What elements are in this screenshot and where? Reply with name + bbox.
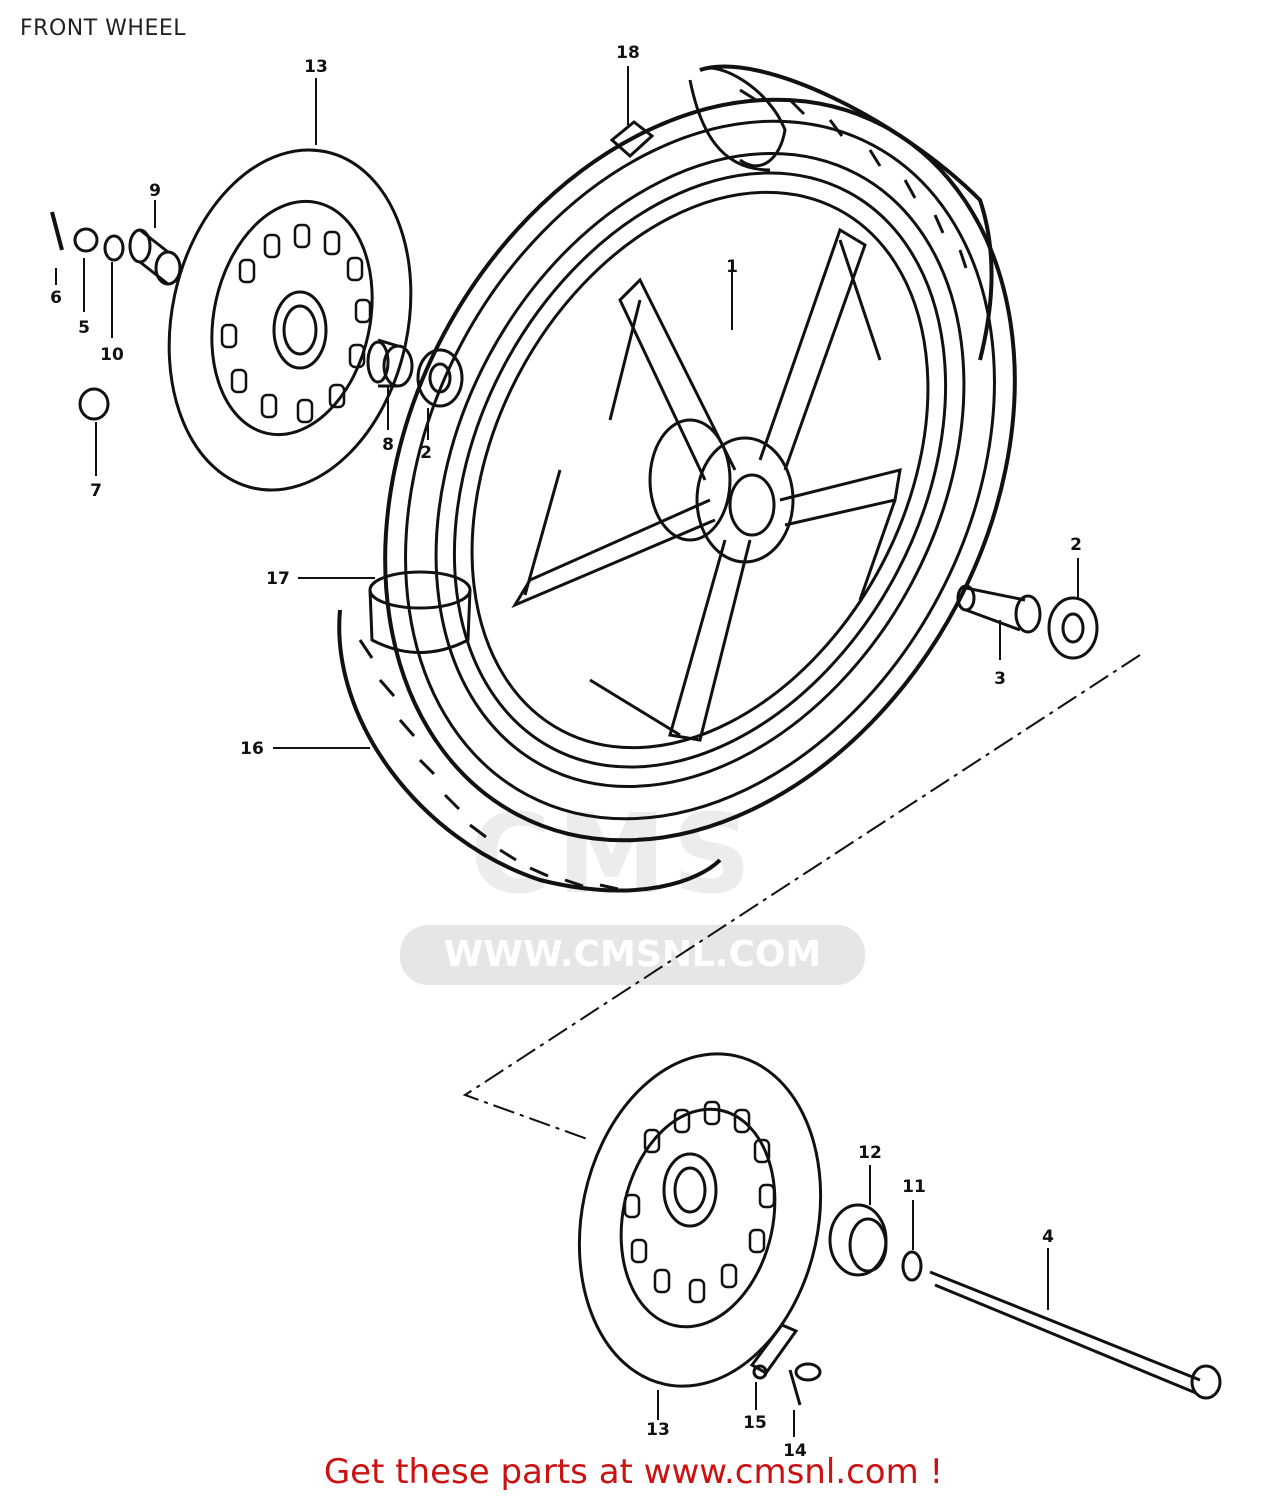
spacer-9: [128, 228, 182, 286]
callout-2: 2: [1070, 535, 1082, 555]
callout-12: 12: [858, 1143, 882, 1163]
callout-10: 10: [100, 345, 124, 365]
page-title: FRONT WHEEL: [20, 16, 186, 41]
wheel-hub: [648, 418, 795, 564]
callout-6: 6: [50, 288, 62, 308]
footer-link[interactable]: Get these parts at www.cmsnl.com !: [323, 1452, 944, 1492]
callout-15: 15: [743, 1413, 767, 1433]
tread-pattern: [358, 88, 968, 891]
lock-plate-15: [749, 1323, 799, 1380]
callout-9: 9: [149, 181, 161, 201]
callout-2: 2: [420, 443, 432, 463]
brake-disc-upper: [167, 148, 413, 492]
watermark-logo: CMS: [470, 790, 758, 918]
bearing-2-upper: [416, 348, 464, 408]
tire-tread: [337, 609, 722, 893]
bearing-2-lower: [1047, 596, 1099, 660]
wheel-spokes: [511, 227, 902, 742]
nut-7: [78, 387, 110, 421]
lock-washer-5: [73, 227, 99, 253]
callout-1: 1: [726, 257, 738, 277]
bolt-14: [788, 1362, 822, 1406]
collar-12: [828, 1203, 888, 1277]
callout-13: 13: [304, 57, 328, 77]
valve-cap: [368, 570, 472, 654]
air-valve: [609, 120, 655, 159]
callout-14: 14: [783, 1441, 807, 1461]
axle-4: [929, 1270, 1222, 1400]
callout-11: 11: [902, 1177, 926, 1197]
callout-16: 16: [240, 739, 264, 759]
callout-7: 7: [90, 481, 102, 501]
callout-4: 4: [1042, 1227, 1054, 1247]
spacer-3: [956, 584, 1042, 634]
callout-5: 5: [78, 318, 90, 338]
callout-17: 17: [266, 569, 290, 589]
callout-18: 18: [616, 43, 640, 63]
watermark-url: WWW.CMSNL.COM: [400, 925, 865, 985]
brake-disc-lower: [577, 1052, 823, 1388]
washer-10: [103, 234, 125, 262]
callout-8: 8: [382, 435, 394, 455]
bolt-6: [50, 211, 64, 251]
washer-11: [901, 1250, 923, 1282]
centerline: [462, 654, 1141, 1141]
callout-13: 13: [646, 1420, 670, 1440]
callout-3: 3: [994, 669, 1006, 689]
